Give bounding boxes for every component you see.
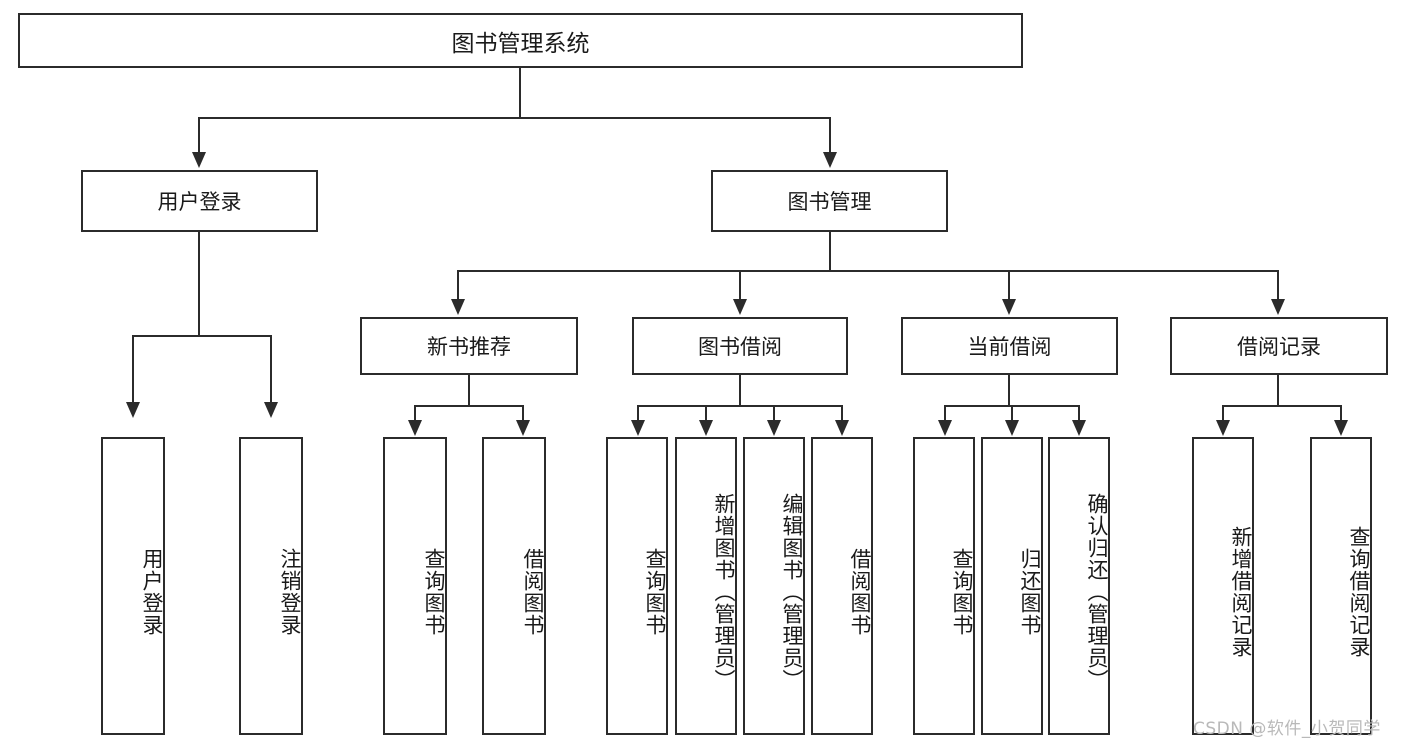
edge-book-borrow-to-edit [773,405,775,423]
node-leaf-query-record[interactable]: 查询借阅记录 [1310,437,1372,735]
arrow-current-borrow-to-return [1005,420,1019,436]
edge-new-book-rec-stem [468,375,470,405]
node-leaf-logout[interactable]: 注销登录 [239,437,303,735]
arrow-book-borrow-to-edit [767,420,781,436]
arrow-book-manage-to-borrow-record [1271,299,1285,315]
edge-book-borrow-to-b2 [841,405,843,423]
node-leaf-edit-book-admin-label: 编辑图书（管理员） [780,493,804,691]
node-leaf-return-book[interactable]: 归还图书 [981,437,1043,735]
node-leaf-logout-label: 注销登录 [278,548,302,636]
edge-book-manage-to-current-borrow [1008,270,1010,302]
node-leaf-query-record-label: 查询借阅记录 [1347,526,1371,658]
arrow-book-borrow-to-add [699,420,713,436]
arrow-new-book-rec-to-q1 [408,420,422,436]
edge-book-borrow-bar [637,405,843,407]
edge-new-book-rec-to-b1 [522,405,524,423]
node-user-login[interactable]: 用户登录 [81,170,318,232]
node-leaf-borrow-book-2-label: 借阅图书 [848,548,872,636]
edge-new-book-rec-bar [414,405,524,407]
watermark: CSDN @软件_小贺同学 [1193,719,1381,739]
node-leaf-confirm-return-admin[interactable]: 确认归还（管理员） [1048,437,1110,735]
edge-user-login-to-leaf-login [132,335,134,405]
arrow-current-borrow-to-confirm [1072,420,1086,436]
node-book-borrow[interactable]: 图书借阅 [632,317,848,375]
edge-root-stem [519,68,521,117]
arrow-book-borrow-to-q2 [631,420,645,436]
edge-book-manage-stem [829,232,831,270]
edge-current-borrow-to-return [1011,405,1013,423]
arrow-user-login-to-leaf-logout [264,402,278,418]
node-leaf-query-book-1[interactable]: 查询图书 [383,437,447,735]
edge-borrow-record-to-query-rec [1340,405,1342,423]
node-borrow-record-label: 借阅记录 [1237,335,1321,359]
arrow-user-login-to-leaf-login [126,402,140,418]
node-leaf-return-book-label: 归还图书 [1018,548,1042,636]
edge-book-manage-to-book-borrow [739,270,741,302]
edge-book-manage-bar [457,270,1277,272]
arrow-book-manage-to-current-borrow [1002,299,1016,315]
node-leaf-add-record-label: 新增借阅记录 [1229,526,1253,658]
edge-user-login-stem [198,232,200,335]
edge-book-manage-to-borrow-record [1277,270,1279,302]
edge-root-to-book-manage [829,117,831,155]
node-leaf-confirm-return-admin-label: 确认归还（管理员） [1085,493,1109,691]
arrow-root-to-user-login [192,152,206,168]
edge-current-borrow-to-q3 [944,405,946,423]
edge-root-bar [198,117,831,119]
node-leaf-query-book-3-label: 查询图书 [950,548,974,636]
arrow-new-book-rec-to-b1 [516,420,530,436]
edge-user-login-bar [132,335,272,337]
arrow-book-borrow-to-b2 [835,420,849,436]
edge-user-login-to-leaf-logout [270,335,272,405]
node-leaf-borrow-book-1[interactable]: 借阅图书 [482,437,546,735]
node-book-borrow-label: 图书借阅 [698,335,782,359]
node-leaf-user-login[interactable]: 用户登录 [101,437,165,735]
edge-borrow-record-to-add-rec [1222,405,1224,423]
edge-new-book-rec-to-q1 [414,405,416,423]
node-leaf-edit-book-admin[interactable]: 编辑图书（管理员） [743,437,805,735]
arrow-book-manage-to-new-book-rec [451,299,465,315]
edge-book-manage-to-new-book-rec [457,270,459,302]
node-current-borrow[interactable]: 当前借阅 [901,317,1118,375]
node-leaf-query-book-2-label: 查询图书 [643,548,667,636]
arrow-borrow-record-to-add-rec [1216,420,1230,436]
edge-book-borrow-stem [739,375,741,405]
node-book-manage-label: 图书管理 [787,190,872,214]
node-new-book-rec[interactable]: 新书推荐 [360,317,578,375]
node-leaf-add-book-admin[interactable]: 新增图书（管理员） [675,437,737,735]
node-leaf-borrow-book-1-label: 借阅图书 [521,548,545,636]
node-leaf-query-book-2[interactable]: 查询图书 [606,437,668,735]
node-root[interactable]: 图书管理系统 [18,13,1023,68]
edge-borrow-record-bar [1222,405,1342,407]
edge-borrow-record-stem [1277,375,1279,405]
edge-current-borrow-stem [1008,375,1010,405]
node-root-label: 图书管理系统 [451,30,590,57]
arrow-book-manage-to-book-borrow [733,299,747,315]
arrow-current-borrow-to-q3 [938,420,952,436]
node-leaf-user-login-label: 用户登录 [140,548,164,636]
node-leaf-query-book-3[interactable]: 查询图书 [913,437,975,735]
edge-root-to-user-login [198,117,200,155]
node-current-borrow-label: 当前借阅 [967,335,1052,359]
arrow-root-to-book-manage [823,152,837,168]
edge-book-borrow-to-q2 [637,405,639,423]
node-leaf-borrow-book-2[interactable]: 借阅图书 [811,437,873,735]
node-leaf-add-record[interactable]: 新增借阅记录 [1192,437,1254,735]
node-borrow-record[interactable]: 借阅记录 [1170,317,1388,375]
edge-book-borrow-to-add [705,405,707,423]
arrow-borrow-record-to-query-rec [1334,420,1348,436]
edge-current-borrow-to-confirm [1078,405,1080,423]
node-new-book-rec-label: 新书推荐 [427,335,511,359]
node-leaf-query-book-1-label: 查询图书 [422,548,446,636]
node-book-manage[interactable]: 图书管理 [711,170,948,232]
node-leaf-add-book-admin-label: 新增图书（管理员） [712,493,736,691]
node-user-login-label: 用户登录 [157,190,242,214]
